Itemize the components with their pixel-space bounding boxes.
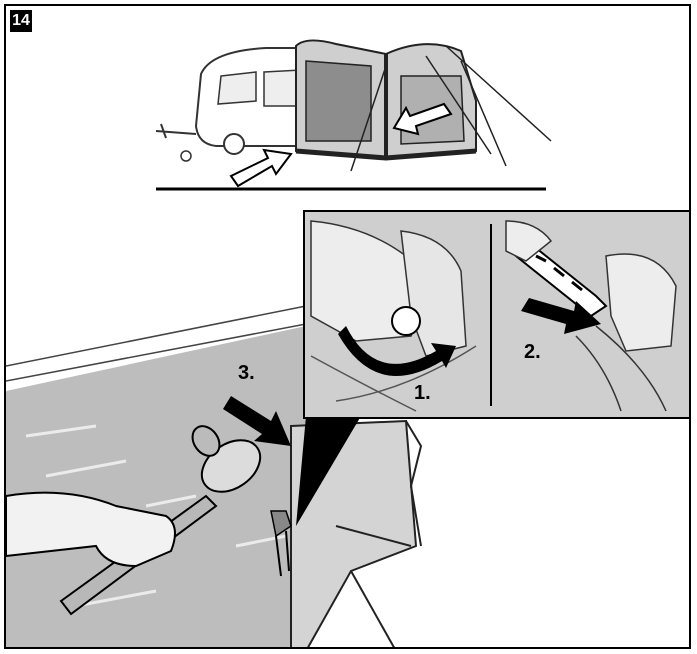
step3-label: 3. xyxy=(238,362,255,384)
insert-arrow-icon xyxy=(231,150,291,186)
instruction-panel: 14 xyxy=(4,4,691,649)
instruction-illustration: 3. 1. 2. xyxy=(6,6,691,649)
detail-inset: 1. 2. xyxy=(304,211,690,418)
step2-label: 2. xyxy=(524,341,541,363)
step1-label: 1. xyxy=(414,382,431,404)
caravan-awning-illustration xyxy=(156,40,551,189)
